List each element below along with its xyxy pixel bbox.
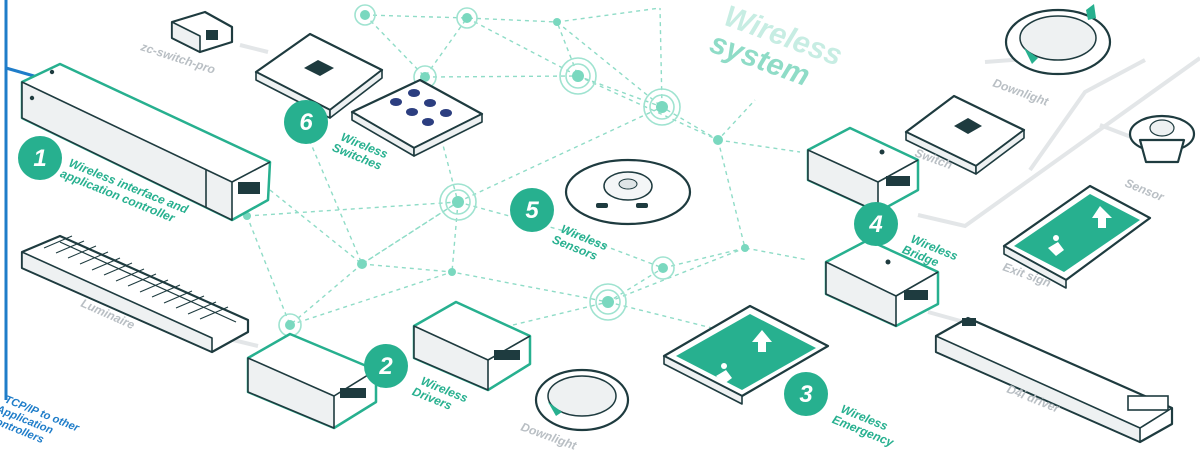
wireless-switch-plate bbox=[254, 32, 384, 119]
downlight-bottom-device: Downlight bbox=[519, 368, 630, 453]
component-3-number: 3 bbox=[799, 381, 813, 408]
switch-device: Switch bbox=[904, 94, 1026, 175]
sensor-device: Sensor bbox=[1123, 114, 1196, 205]
component-3: 3 Wireless Emergency bbox=[784, 372, 897, 450]
wireless-keypad-switch bbox=[350, 78, 484, 157]
component-6-number: 6 bbox=[299, 109, 313, 136]
sensor-label: Sensor bbox=[1123, 176, 1167, 205]
wireless-bridge-lower bbox=[824, 238, 940, 328]
wired-connections bbox=[224, 43, 1200, 348]
component-5-number: 5 bbox=[525, 197, 539, 224]
wireless-sensor-device bbox=[564, 158, 692, 226]
zc-switch-pro-device: zc-switch-pro bbox=[138, 10, 234, 77]
exit-sign-device: Exit sign bbox=[1001, 184, 1152, 290]
d4i-driver-device: D4i driver bbox=[934, 316, 1174, 444]
downlight-top-device: Downlight bbox=[991, 4, 1112, 109]
wireless-emergency-exit-sign bbox=[662, 304, 830, 405]
component-4-number: 4 bbox=[868, 211, 882, 238]
wireless-bridge-upper bbox=[806, 126, 920, 214]
wireless-driver-right bbox=[412, 300, 532, 392]
component-2-number: 2 bbox=[378, 353, 393, 380]
mesh-nodes bbox=[243, 4, 749, 337]
wireless-driver-left bbox=[246, 332, 378, 430]
tcp-ip-network-line bbox=[4, 0, 49, 400]
luminaire-device: Luminaire bbox=[20, 234, 250, 354]
component-1-number: 1 bbox=[33, 145, 46, 172]
tcp-ip-note: TCP/IP to other Application Controllers bbox=[0, 394, 81, 446]
wireless-system-title: Wireless system bbox=[706, 0, 847, 93]
downlight-top-label: Downlight bbox=[991, 76, 1051, 109]
application-controller-device bbox=[20, 62, 272, 222]
